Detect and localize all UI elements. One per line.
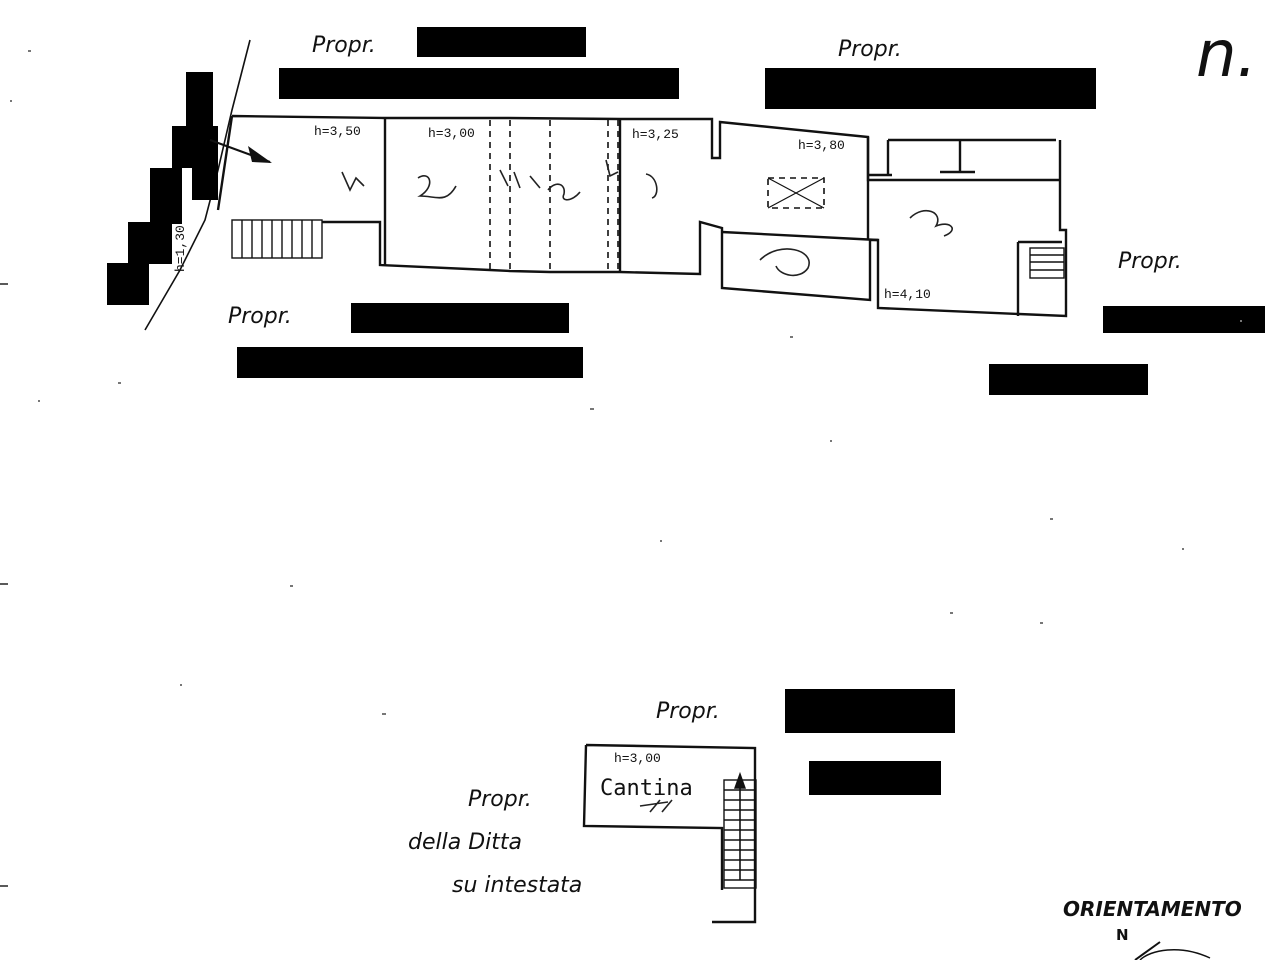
redaction-bar: [989, 364, 1148, 395]
redaction-bar: [785, 689, 955, 733]
owner-label-cellar-left: Propr.: [468, 787, 532, 812]
height-label-room-3: h=3,25: [632, 127, 679, 142]
compass-icon: [1134, 941, 1211, 960]
height-label-room-2: h=3,00: [428, 126, 475, 141]
owner-label-bottom-left: Propr.: [228, 304, 292, 329]
cellar-scribble: [639, 799, 673, 813]
height-label-stair-side: h=1,30: [173, 225, 188, 272]
owner-label-right: Propr.: [1118, 249, 1182, 274]
redaction-bar: [107, 72, 218, 305]
redaction-bar: [765, 68, 1096, 109]
north-label: N: [1116, 926, 1129, 944]
building-outline: [216, 114, 1068, 318]
cellar-owner-line-2: su intestata: [452, 873, 582, 898]
cellar-label: Cantina: [600, 776, 693, 801]
entrance-arrow: [209, 139, 272, 163]
height-label-cellar: h=3,00: [614, 751, 661, 766]
redaction-bar: [809, 761, 941, 795]
height-label-room-4: h=3,80: [798, 138, 845, 153]
skylight-symbol: [767, 177, 825, 209]
redaction-bar: [237, 347, 583, 378]
scan-speckles: [10, 50, 1242, 715]
cellar-owner-line-1: della Ditta: [408, 830, 522, 855]
dashed-partitions: [489, 120, 619, 272]
redaction-bar: [417, 27, 586, 57]
cellar-staircase: [723, 771, 757, 889]
redaction-bar: [351, 303, 569, 333]
redaction-bar: [1103, 306, 1265, 333]
sheet-number: n.: [1196, 18, 1257, 92]
cellar-outline: [582, 743, 757, 924]
margin-ticks: [0, 283, 8, 887]
staircase-entrance: [231, 219, 323, 259]
redaction-bar: [279, 68, 679, 99]
orientation-label: ORIENTAMENTO: [1063, 897, 1242, 921]
staircase-right: [1029, 247, 1065, 279]
handwritten-room-marks: [341, 159, 953, 277]
height-label-room-1: h=3,50: [314, 124, 361, 139]
owner-label-top-left: Propr.: [312, 33, 376, 58]
owner-label-cellar-top: Propr.: [656, 699, 720, 724]
owner-label-top-right: Propr.: [838, 37, 902, 62]
interior-walls: [383, 118, 1062, 316]
height-label-room-5: h=4,10: [884, 287, 931, 302]
